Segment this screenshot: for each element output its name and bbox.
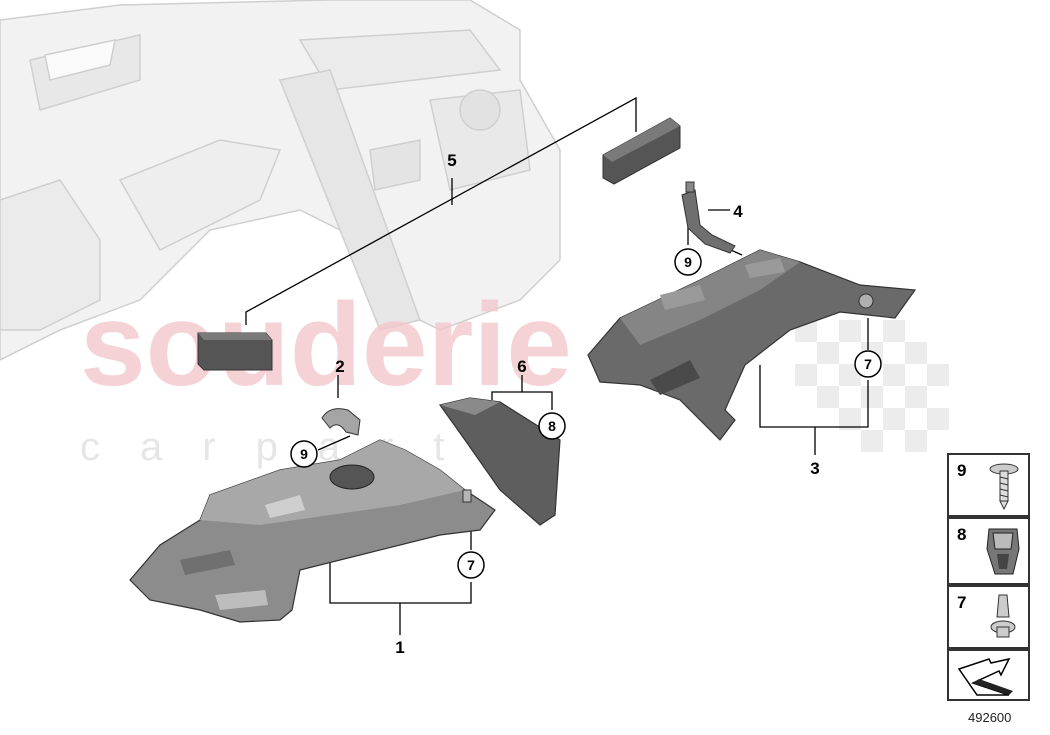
callout-4: 4 bbox=[733, 202, 743, 221]
circle-ref-7-upper: 7 bbox=[864, 356, 872, 372]
part-5-pads bbox=[197, 117, 681, 371]
screw-icon bbox=[989, 463, 1019, 511]
callout-labels: 1 2 3 4 5 6 bbox=[335, 151, 819, 657]
diagram-id: 492600 bbox=[968, 710, 1012, 725]
part-4-bracket bbox=[681, 181, 736, 254]
callout-3: 3 bbox=[810, 459, 819, 478]
dashboard-ghost bbox=[0, 0, 561, 361]
circled-references bbox=[290, 248, 882, 579]
callout-5: 5 bbox=[447, 151, 456, 170]
circle-ref-7-lower: 7 bbox=[467, 557, 475, 573]
part-2-clip bbox=[321, 408, 361, 436]
legend-item-9: 9 bbox=[947, 453, 1030, 517]
checker-pattern bbox=[795, 320, 949, 452]
legend-num-9: 9 bbox=[957, 461, 967, 480]
circle-ref-8: 8 bbox=[548, 418, 556, 434]
circled-labels: 9 9 7 7 8 bbox=[300, 254, 872, 573]
part-3-insulation bbox=[587, 249, 917, 441]
clip-nut-icon bbox=[986, 528, 1020, 575]
callout-2: 2 bbox=[335, 357, 344, 376]
leader-lines bbox=[245, 96, 869, 635]
circle-ref-9-lower: 9 bbox=[300, 446, 308, 462]
part-1-insulation bbox=[129, 439, 496, 623]
legend-item-7: 7 bbox=[947, 585, 1030, 649]
callout-1: 1 bbox=[395, 638, 404, 657]
callout-6: 6 bbox=[517, 357, 526, 376]
legend-num-7: 7 bbox=[957, 593, 967, 612]
watermark-brand: souderie bbox=[80, 279, 572, 411]
orientation-arrow-icon bbox=[957, 657, 1013, 696]
part-6-cover bbox=[438, 397, 561, 526]
expanding-rivet-icon bbox=[990, 594, 1016, 638]
legend-item-arrow bbox=[947, 649, 1030, 701]
circle-ref-9-upper: 9 bbox=[684, 254, 692, 270]
legend-num-8: 8 bbox=[957, 525, 967, 544]
legend-item-8: 8 bbox=[947, 517, 1030, 585]
